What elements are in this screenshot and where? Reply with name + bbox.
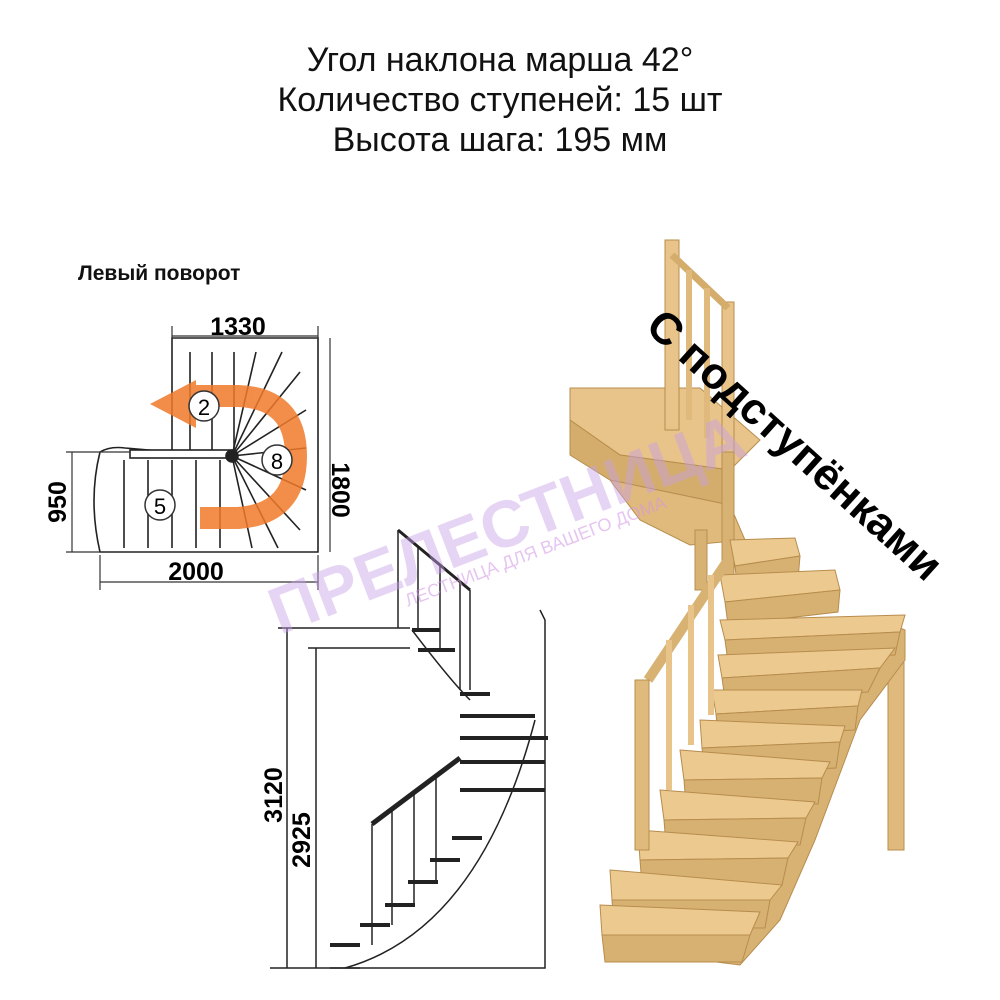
step-marker-2: 2 xyxy=(188,390,220,422)
step-marker-5: 5 xyxy=(144,489,176,521)
staircase-render xyxy=(569,239,906,966)
dim-bottom-label: 2000 xyxy=(168,558,224,586)
elevation-view xyxy=(270,528,548,969)
plan-outline xyxy=(93,337,319,553)
spec-step-count: Количество ступеней: 15 шт xyxy=(277,81,723,119)
plan-title: Левый поворот xyxy=(78,262,241,285)
dim-right-label: 1800 xyxy=(326,462,354,518)
step-marker-8: 8 xyxy=(261,444,293,476)
svg-text:8: 8 xyxy=(271,449,283,474)
direction-arrow-icon xyxy=(150,380,308,529)
dim-top-label: 1330 xyxy=(210,313,266,341)
dim-left-label: 950 xyxy=(44,481,72,523)
dim-inner-height: 2925 xyxy=(288,812,316,868)
dim-outer-height: 3120 xyxy=(260,767,288,823)
svg-text:5: 5 xyxy=(154,494,166,519)
spec-block: Угол наклона марша 42° Количество ступен… xyxy=(0,40,1000,160)
spec-step-height: Высота шага: 195 мм xyxy=(332,121,668,159)
svg-text:2: 2 xyxy=(198,395,210,420)
spec-angle: Угол наклона марша 42° xyxy=(306,41,694,79)
